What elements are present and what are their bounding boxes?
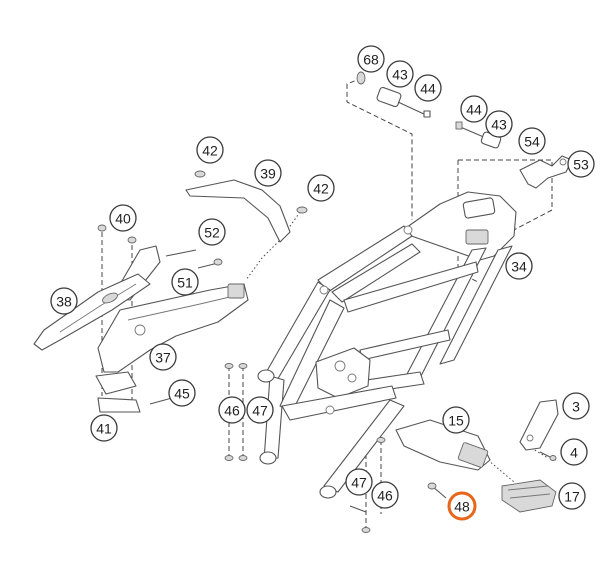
callout-circle [560,438,588,466]
callout-number: 47 [252,403,268,419]
callout-43: 43 [386,60,414,88]
callout-number: 53 [573,157,589,173]
callout-circle [442,406,470,434]
bolt-stacks [224,363,386,533]
callout-47: 47 [345,468,373,496]
callout-number: 41 [96,421,112,437]
callout-number: 37 [155,350,171,366]
callout-number: 42 [313,181,329,197]
callout-39: 39 [254,159,282,187]
callout-number: 47 [351,475,367,491]
callout-34: 34 [505,252,533,280]
callout-number: 17 [564,489,580,505]
main-frame [257,191,517,499]
callout-circle [171,268,199,296]
callout-circle [168,379,196,407]
callout-circle [558,482,586,510]
callout-circle [198,218,226,246]
callout-68: 68 [357,45,385,73]
callout-number: 48 [454,499,470,515]
bolt-48 [427,482,447,499]
callout-number: 68 [363,52,379,68]
callout-number: 34 [511,259,527,275]
top-bolt-assembly [356,71,431,118]
callout-number: 3 [572,399,580,415]
callout-circle [357,45,385,73]
callout-51: 51 [171,268,199,296]
callout-circle [246,396,274,424]
callout-number: 45 [174,386,190,402]
callout-circle [196,136,224,164]
callout-circle [345,468,373,496]
callout-circle [307,174,335,202]
callout-circle [505,252,533,280]
callout-54: 54 [518,127,546,155]
callout-group: 68 43 44 44 43 54 53 42 39 42 40 52 34 51 38 37 45 46 47 3 1… [50,45,595,521]
callout-circle [386,60,414,88]
callout-number: 46 [224,403,240,419]
callout-number: 43 [392,67,408,83]
callout-45: 45 [168,379,196,407]
left-subframe [95,245,249,395]
callout-number: 44 [420,81,436,97]
callout-number: 54 [524,134,540,150]
callout-number: 44 [466,102,482,118]
callout-48: 48 [447,491,477,521]
callout-circle [562,392,590,420]
callout-47: 47 [246,396,274,424]
side-cover [33,273,151,351]
callout-38: 38 [50,287,78,315]
callout-52: 52 [198,218,226,246]
small-fasteners [97,224,223,413]
callout-15: 15 [442,406,470,434]
callout-circle [218,396,246,424]
callout-53: 53 [567,150,595,178]
callout-number: 40 [115,211,131,227]
footrest-assembly [501,399,559,513]
callout-circle [485,110,513,138]
callout-number: 51 [177,275,193,291]
callout-40: 40 [109,204,137,232]
callout-number: 43 [491,117,507,133]
callout-circle [90,414,118,442]
callout-circle [567,150,595,178]
callout-41: 41 [90,414,118,442]
callout-number: 46 [377,488,393,504]
callout-number: 52 [204,225,220,241]
callout-circle [447,491,477,521]
callout-number: 39 [260,166,276,182]
callout-4: 4 [560,438,588,466]
callout-44: 44 [460,95,488,123]
top-cover [185,170,308,243]
callout-circle [109,204,137,232]
right-bolt-assembly [455,121,573,189]
callout-37: 37 [149,343,177,371]
callout-circle [371,481,399,509]
callout-42: 42 [307,174,335,202]
callout-46: 46 [371,481,399,509]
callout-46: 46 [218,396,246,424]
callout-circle [50,287,78,315]
callout-circle [518,127,546,155]
callout-17: 17 [558,482,586,510]
callout-number: 4 [570,445,578,461]
callout-44: 44 [414,74,442,102]
callout-circle [254,159,282,187]
callout-43: 43 [485,110,513,138]
callout-circle [149,343,177,371]
callout-circle [460,95,488,123]
callout-number: 42 [202,143,218,159]
callout-42: 42 [196,136,224,164]
callout-number: 38 [56,294,72,310]
callout-number: 15 [448,413,464,429]
callout-3: 3 [562,392,590,420]
callout-circle [414,74,442,102]
